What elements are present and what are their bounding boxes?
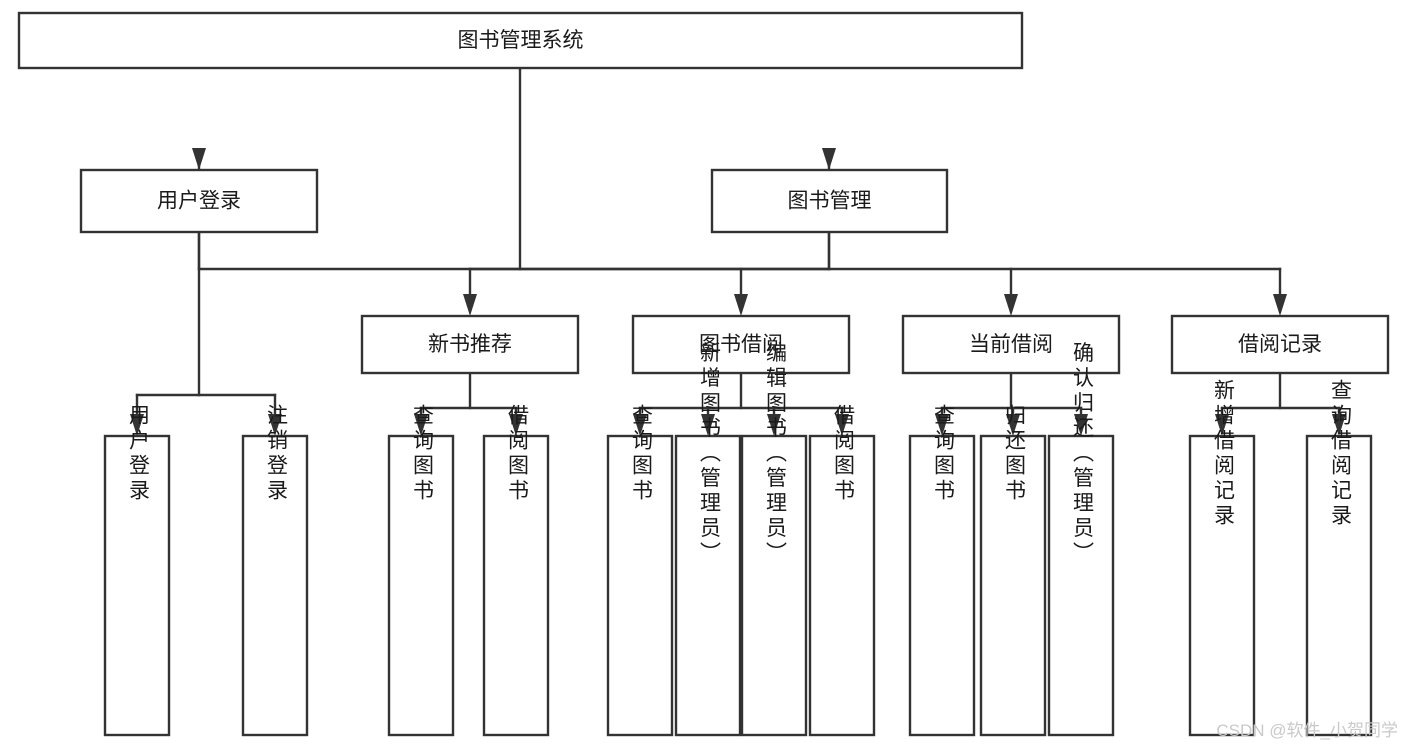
connector-newbook-to-leaves [414,371,523,436]
node-leaf-return-book[interactable]: 归还图书 [979,404,1047,737]
node-box-leaf-edit-book[interactable] [740,434,808,737]
watermark-label: CSDN @软件_小贺同学 [1216,721,1398,740]
node-label-leaf-logout: 注销登录 [264,404,288,504]
connector-current-to-leaves [935,371,1088,436]
node-leaf-query-book-2[interactable]: 查询图书 [606,404,674,737]
node-label-current-borrow: 当前借阅 [969,333,1053,356]
node-box-leaf-logout[interactable] [241,434,309,737]
node-leaf-query-record[interactable]: 查询借阅记录 [1305,379,1373,737]
node-book-borrow[interactable]: 图书借阅 [631,314,851,375]
node-layer: 图书管理系统用户登录图书管理新书推荐图书借阅当前借阅借阅记录用户登录注销登录查询… [17,11,1390,737]
node-label-leaf-query-book-1: 查询图书 [410,404,434,504]
node-leaf-add-record[interactable]: 新增借阅记录 [1188,379,1256,737]
node-box-borrow-record[interactable] [1170,314,1390,375]
connector-layer [130,66,1346,436]
node-box-leaf-confirm-return[interactable] [1047,434,1115,737]
node-label-leaf-user-login: 用户登录 [126,404,150,504]
node-label-leaf-query-book-2: 查询图书 [629,404,653,504]
node-leaf-query-book-3[interactable]: 查询图书 [908,404,976,737]
node-leaf-logout[interactable]: 注销登录 [241,404,309,737]
node-box-leaf-borrow-book-1[interactable] [482,434,550,737]
node-label-leaf-confirm-return: 确认归还（管理员） [1070,342,1094,567]
node-leaf-edit-book[interactable]: 编辑图书（管理员） [740,342,808,737]
connector-borrow-to-leaves [633,371,849,436]
node-label-leaf-add-record: 新增借阅记录 [1211,379,1235,529]
node-label-book-borrow: 图书借阅 [699,333,783,356]
connector-record-to-leaves [1215,371,1346,436]
node-box-user-login[interactable] [79,168,319,234]
node-box-leaf-user-login[interactable] [103,434,171,737]
node-box-leaf-borrow-book-2[interactable] [808,434,876,737]
node-label-user-login: 用户登录 [157,190,241,213]
node-label-leaf-query-book-3: 查询图书 [931,404,955,504]
node-box-leaf-query-book-1[interactable] [387,434,455,737]
node-label-new-book-recommend: 新书推荐 [428,333,512,356]
node-box-leaf-return-book[interactable] [979,434,1047,737]
node-box-current-borrow[interactable] [901,314,1121,375]
node-label-leaf-add-book: 新增图书（管理员） [697,342,721,567]
node-label-root: 图书管理系统 [458,29,584,52]
node-new-book-recommend[interactable]: 新书推荐 [360,314,580,375]
node-leaf-add-book[interactable]: 新增图书（管理员） [674,342,742,737]
connector-userlogin-to-leaves [130,230,282,436]
node-leaf-confirm-return[interactable]: 确认归还（管理员） [1047,342,1115,737]
node-label-leaf-edit-book: 编辑图书（管理员） [763,342,787,567]
node-box-leaf-query-record[interactable] [1305,434,1373,737]
node-user-login[interactable]: 用户登录 [79,168,319,234]
node-label-book-management: 图书管理 [788,190,872,213]
node-leaf-user-login[interactable]: 用户登录 [103,404,171,737]
node-box-leaf-add-record[interactable] [1188,434,1256,737]
node-box-root[interactable] [17,11,1024,70]
connector-root-to-level2 [192,66,836,271]
node-label-leaf-return-book: 归还图书 [1002,404,1026,504]
node-label-leaf-borrow-book-1: 借阅图书 [505,404,529,504]
node-borrow-record[interactable]: 借阅记录 [1170,314,1390,375]
node-label-leaf-query-record: 查询借阅记录 [1328,379,1352,529]
node-leaf-query-book-1[interactable]: 查询图书 [387,404,455,737]
node-leaf-borrow-book-1[interactable]: 借阅图书 [482,404,550,737]
node-label-leaf-borrow-book-2: 借阅图书 [831,404,855,504]
node-current-borrow[interactable]: 当前借阅 [901,314,1121,375]
node-box-leaf-query-book-2[interactable] [606,434,674,737]
node-box-book-borrow[interactable] [631,314,851,375]
node-label-borrow-record: 借阅记录 [1238,333,1322,356]
connector-bookmgmt-to-level3 [463,230,1287,316]
node-box-leaf-query-book-3[interactable] [908,434,976,737]
node-box-leaf-add-book[interactable] [674,434,742,737]
node-box-book-management[interactable] [710,168,949,234]
node-book-management[interactable]: 图书管理 [710,168,949,234]
node-root[interactable]: 图书管理系统 [17,11,1024,70]
node-leaf-borrow-book-2[interactable]: 借阅图书 [808,404,876,737]
node-box-new-book-recommend[interactable] [360,314,580,375]
